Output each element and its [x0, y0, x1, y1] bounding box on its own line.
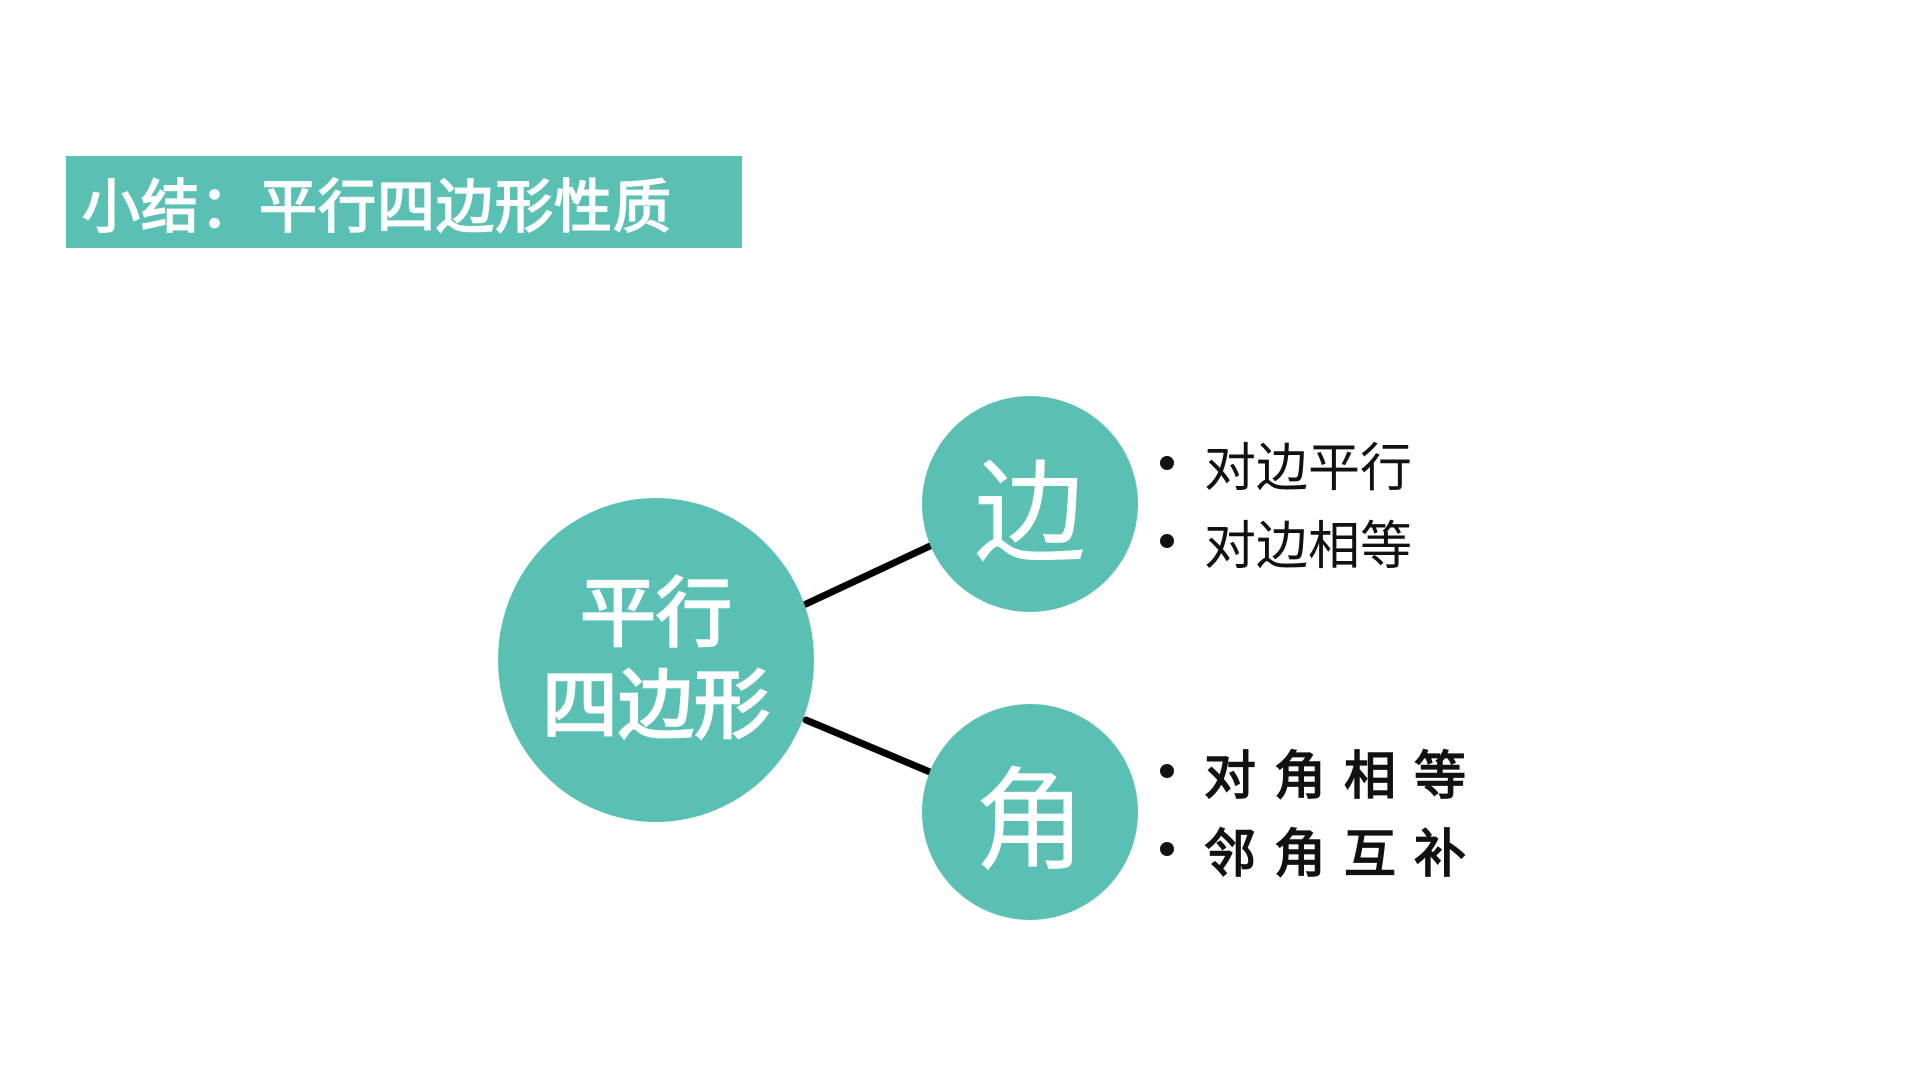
list-item: 对边相等 — [1160, 502, 1412, 580]
list-item: 邻角互补 — [1160, 810, 1484, 888]
side-properties-list: 对边平行 对边相等 — [1160, 424, 1412, 580]
angle-properties-list: 对角相等 邻角互补 — [1160, 732, 1484, 888]
angle-property-2: 邻角互补 — [1204, 824, 1485, 885]
side-node-label: 边 — [974, 449, 1086, 579]
title-banner: 小结：平行四边形性质 — [66, 156, 742, 248]
bullet-dot-icon — [1160, 764, 1174, 778]
side-property-1: 对边平行 — [1204, 438, 1413, 499]
connector-to-angle — [802, 716, 934, 776]
side-node: 边 — [922, 396, 1138, 612]
list-item: 对边平行 — [1160, 424, 1412, 502]
center-node-line1: 平行 — [580, 569, 732, 658]
angle-node-label: 角 — [974, 757, 1086, 887]
bullet-dot-icon — [1160, 842, 1174, 856]
center-node: 平行 四边形 — [498, 498, 814, 822]
angle-node: 角 — [922, 704, 1138, 920]
side-property-2: 对边相等 — [1204, 516, 1413, 577]
angle-property-1: 对角相等 — [1204, 746, 1485, 807]
list-item: 对角相等 — [1160, 732, 1484, 810]
center-node-line2: 四边形 — [542, 661, 770, 750]
slide-title: 小结：平行四边形性质 — [82, 173, 673, 241]
bullet-dot-icon — [1160, 456, 1174, 470]
bullet-dot-icon — [1160, 534, 1174, 548]
connector-to-side — [802, 542, 934, 608]
